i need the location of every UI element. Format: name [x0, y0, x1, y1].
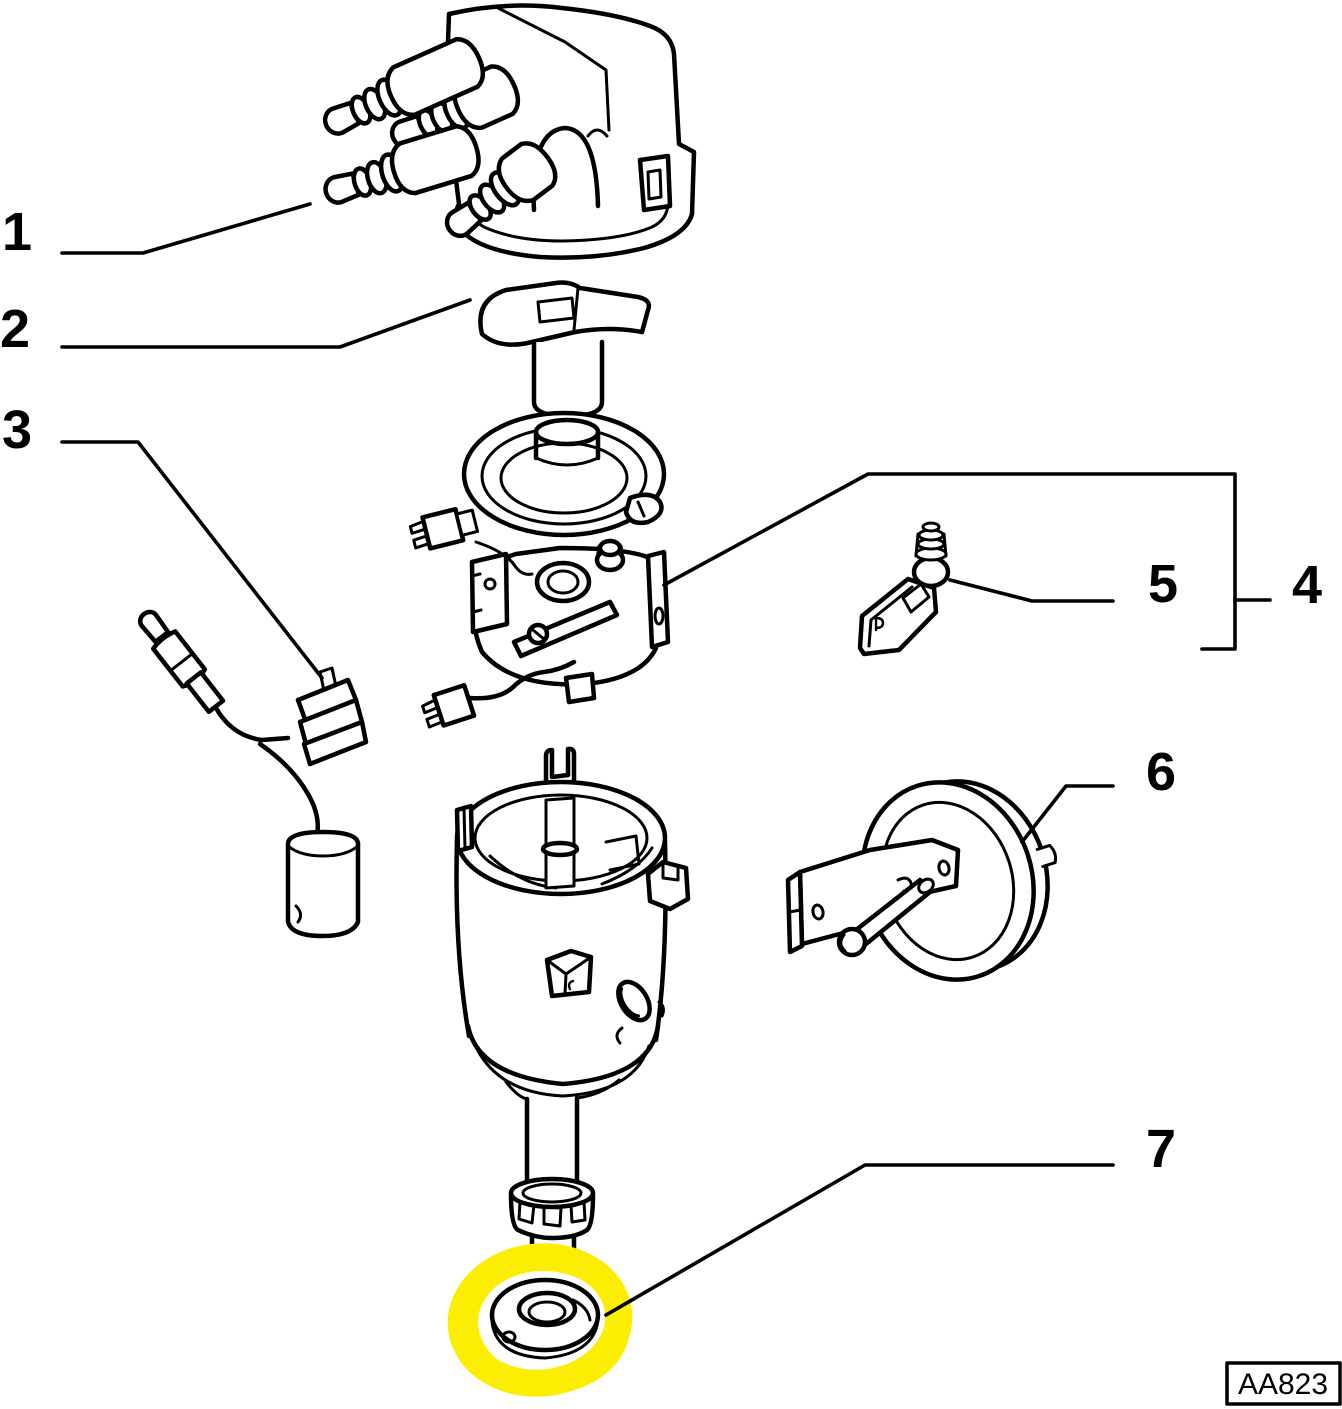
callout-2-leader [60, 298, 472, 349]
rotor-arm-drawing [478, 280, 652, 419]
part-code-border [1225, 1361, 1342, 1406]
dust-shield-drawing [461, 410, 667, 538]
breaker-plate-drawing [408, 506, 671, 729]
callout-4-bracket [662, 472, 1237, 651]
callout-leaders [60, 202, 1272, 1317]
spark-plug-boot [444, 141, 558, 239]
distributor-body-drawing [454, 746, 691, 1101]
part-code-label: AA823 [1238, 1368, 1328, 1401]
distributor-cap-drawing [322, 3, 697, 260]
callout-7-label: 7 [1146, 1119, 1176, 1179]
callout-6-leader [1020, 784, 1115, 844]
shaft-collar-drawing [508, 1095, 596, 1257]
condenser-drawing [137, 609, 369, 939]
callout-7-leader [604, 1163, 1115, 1317]
callout-4-label: 4 [1292, 555, 1322, 615]
vacuum-advance-drawing [785, 779, 1058, 982]
part-code-box: AA823 [1225, 1361, 1342, 1406]
callout-2-label: 2 [0, 299, 30, 359]
part-marking [874, 616, 885, 632]
callout-1-label: 1 [2, 202, 32, 262]
callout-6-label: 6 [1146, 742, 1176, 802]
spark-plug-boot [323, 123, 481, 205]
spark-plug-boot [322, 36, 486, 136]
callout-labels: 1 2 3 4 5 6 7 [0, 202, 1322, 1179]
thrust-washer-drawing [489, 1277, 601, 1360]
callout-3-label: 3 [2, 400, 32, 460]
callout-5-label: 5 [1148, 554, 1178, 614]
callout-3-leader [60, 440, 324, 680]
callout-5-leader [948, 578, 1115, 603]
lead-wire-connector [421, 682, 477, 729]
pigtail-connector [408, 506, 480, 551]
callout-1-leader [60, 202, 312, 255]
contact-set-drawing [857, 521, 951, 657]
highlight-ring [447, 1243, 633, 1397]
